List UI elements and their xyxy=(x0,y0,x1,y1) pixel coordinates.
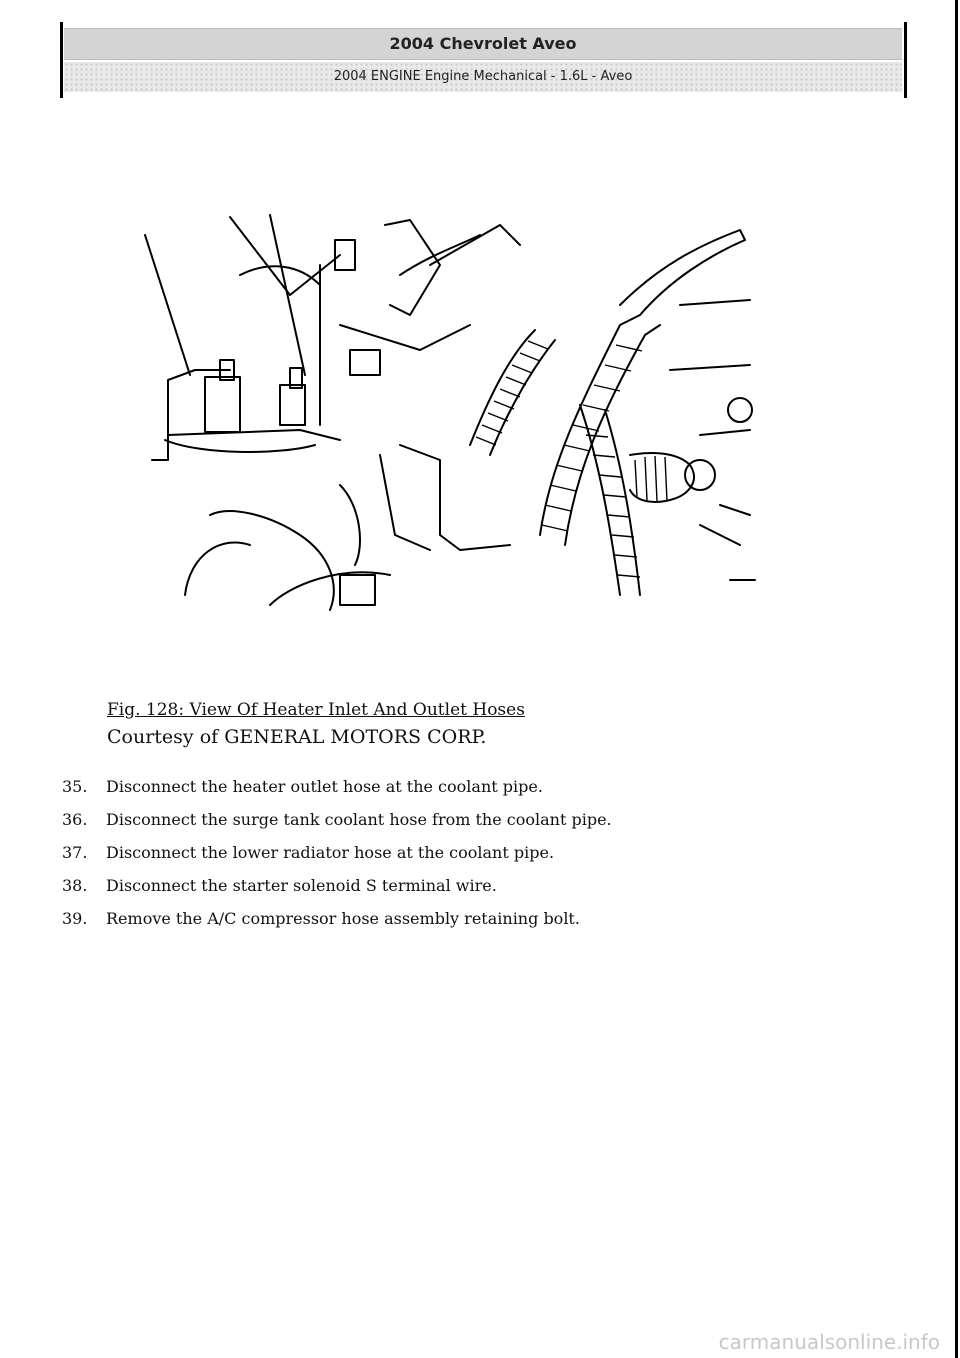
page-edge-rule xyxy=(955,0,958,1358)
list-item: 38. Disconnect the starter solenoid S te… xyxy=(62,869,762,902)
list-item: 37. Disconnect the lower radiator hose a… xyxy=(62,836,762,869)
document-title: 2004 Chevrolet Aveo xyxy=(64,28,902,60)
watermark-link[interactable]: carmanualsonline.info xyxy=(718,1330,940,1354)
procedure-steps: 35. Disconnect the heater outlet hose at… xyxy=(62,770,762,935)
list-item: 36. Disconnect the surge tank coolant ho… xyxy=(62,803,762,836)
step-number: 39. xyxy=(62,909,88,928)
header-left-rule xyxy=(60,22,63,98)
step-text: Disconnect the lower radiator hose at th… xyxy=(106,843,555,862)
step-number: 36. xyxy=(62,810,88,829)
header-right-rule xyxy=(904,22,907,98)
figure-courtesy: Courtesy of GENERAL MOTORS CORP. xyxy=(107,726,487,748)
document-subtitle: 2004 ENGINE Engine Mechanical - 1.6L - A… xyxy=(64,62,902,92)
figure-caption: Fig. 128: View Of Heater Inlet And Outle… xyxy=(107,700,525,720)
list-item: 35. Disconnect the heater outlet hose at… xyxy=(62,770,762,803)
step-number: 38. xyxy=(62,876,88,895)
engine-hoses-illustration xyxy=(144,214,756,611)
list-item: 39. Remove the A/C compressor hose assem… xyxy=(62,902,762,935)
step-text: Disconnect the starter solenoid S termin… xyxy=(106,876,497,895)
step-text: Remove the A/C compressor hose assembly … xyxy=(106,909,580,928)
step-number: 35. xyxy=(62,777,88,796)
step-number: 37. xyxy=(62,843,88,862)
step-text: Disconnect the surge tank coolant hose f… xyxy=(106,810,612,829)
step-text: Disconnect the heater outlet hose at the… xyxy=(106,777,543,796)
